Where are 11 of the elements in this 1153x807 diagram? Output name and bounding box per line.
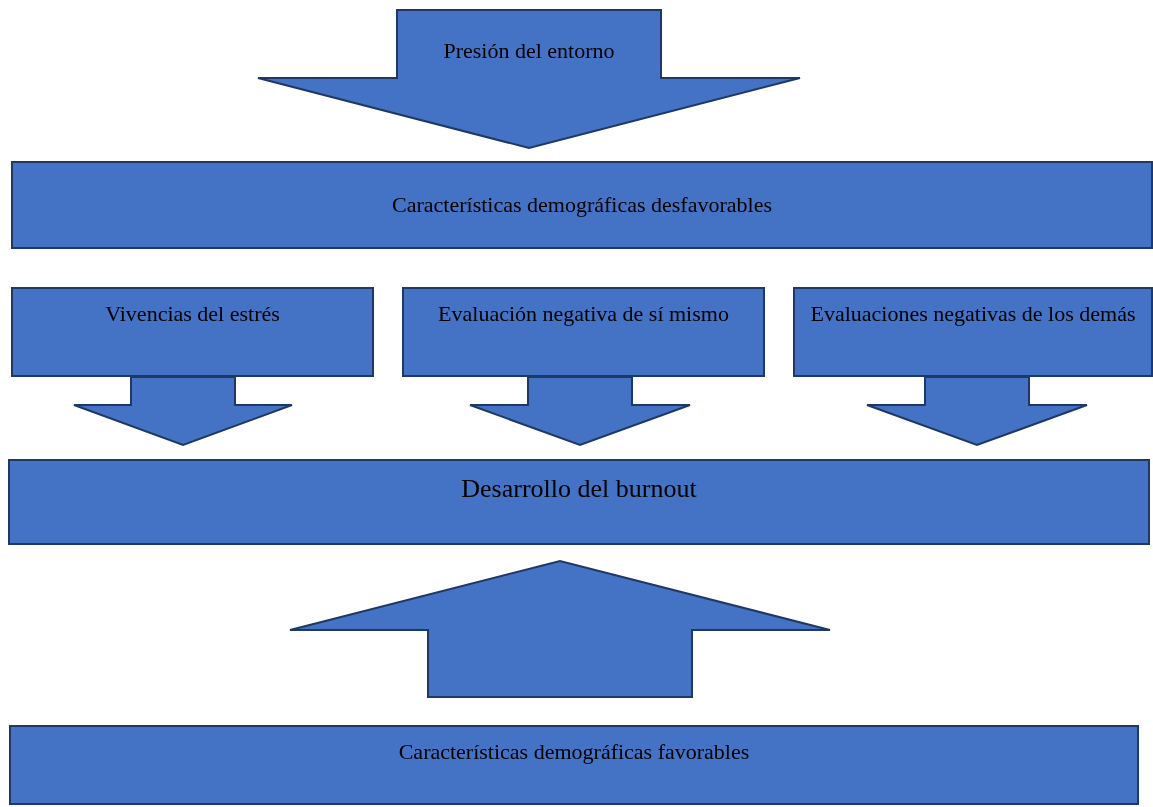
process-box: Evaluaciones negativas de los demás bbox=[793, 287, 1153, 377]
block-arrow bbox=[73, 376, 293, 447]
process-box: Evaluación negativa de sí mismo bbox=[402, 287, 765, 377]
block-arrow bbox=[469, 376, 691, 447]
arrow-label: Presión del entorno bbox=[443, 38, 615, 64]
block-arrow bbox=[289, 559, 831, 698]
process-box: Desarrollo del burnout bbox=[8, 459, 1150, 545]
process-box: Características demográficas favorables bbox=[9, 725, 1139, 805]
block-arrow bbox=[866, 376, 1088, 447]
process-box: Vivencias del estrés bbox=[11, 287, 374, 377]
process-box: Características demográficas desfavorables bbox=[11, 161, 1153, 249]
